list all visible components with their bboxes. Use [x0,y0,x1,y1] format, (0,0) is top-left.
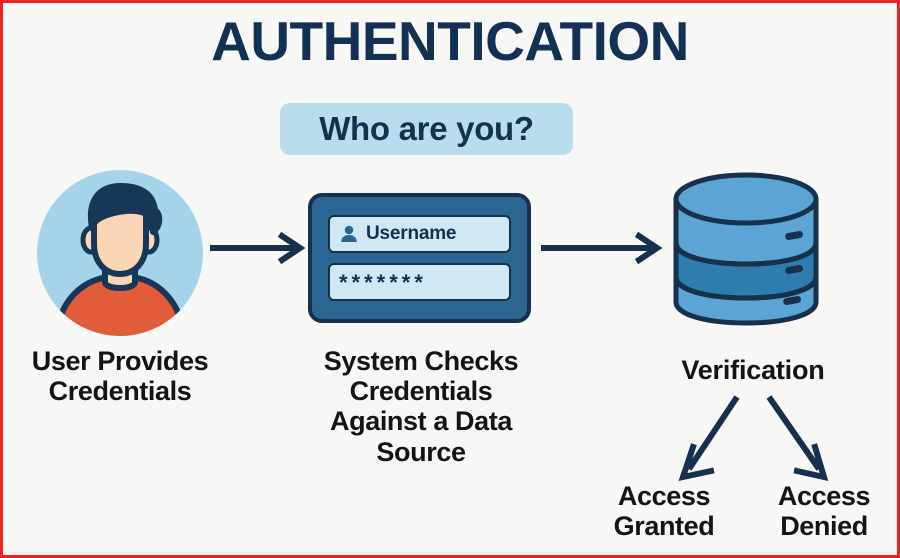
caption-access-denied: Access Denied [751,481,897,541]
caption-line: Credentials [349,376,493,407]
branch-arrows-group [651,391,855,491]
page-title: AUTHENTICATION [211,10,689,72]
caption-line: System Checks [323,346,519,376]
database-icon [671,169,821,327]
caption-line: Granted [613,511,715,542]
subtitle-text: Who are you? [319,110,534,147]
caption-line: Credentials [48,376,192,407]
username-field[interactable]: Username [328,215,511,253]
caption-line: Source [376,436,466,467]
arrow-to-access-granted-icon [678,395,740,482]
user-avatar-icon [37,170,203,336]
person-icon [339,224,359,244]
password-value: ******* [339,270,427,295]
username-value: Username [366,223,457,244]
caption-user-provides-credentials: User Provides Credentials [11,346,229,406]
caption-access-granted: Access Granted [591,481,737,541]
caption-system-checks-credentials: System Checks Credentials Against a Data… [277,346,565,467]
arrow-user-to-form-icon [208,231,313,265]
caption-line: Access [777,481,871,511]
caption-line: Access [617,481,711,511]
arrow-to-access-denied-icon [766,395,829,482]
subtitle-badge: Who are you? [280,103,573,155]
password-field[interactable]: ******* [328,263,511,301]
caption-line: Denied [780,511,868,542]
caption-line: User Provides [31,346,209,376]
caption-line: Against a Data [330,406,512,437]
arrow-form-to-database-icon [539,231,669,265]
caption-verification: Verification [681,355,825,385]
login-form-card: Username ******* [308,193,531,323]
